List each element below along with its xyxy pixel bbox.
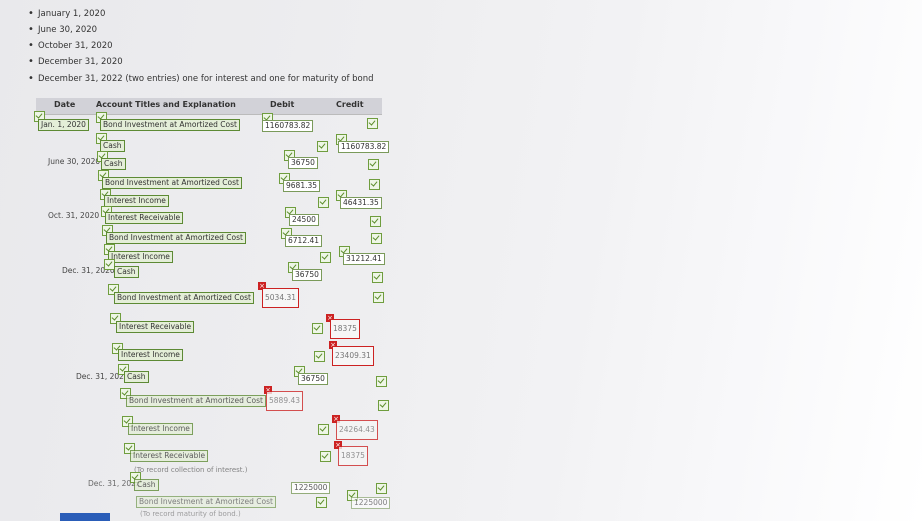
check-icon <box>367 118 378 129</box>
debit-field[interactable]: 9681.35 <box>283 180 321 192</box>
credit-field[interactable]: 18375 <box>330 319 360 339</box>
account-field[interactable]: Bond Investment at Amortized Cost <box>126 395 266 407</box>
date-field[interactable]: Jan. 1, 2020 <box>38 119 89 131</box>
debit-field[interactable]: 36750 <box>288 157 318 169</box>
header-date: Date <box>54 100 76 109</box>
account-field[interactable]: Interest Receivable <box>105 212 184 224</box>
date-label: Dec. 31, 2020 <box>62 266 115 275</box>
header-debit: Debit <box>270 100 295 109</box>
error-x-icon: × <box>334 441 342 449</box>
debit-field[interactable]: 6712.41 <box>285 235 323 247</box>
account-field[interactable]: Interest Receivable <box>116 321 195 333</box>
debit-field[interactable]: 5034.31 <box>262 288 300 308</box>
check-icon <box>372 272 383 283</box>
date-label: Dec. 31, 2022 <box>76 372 129 381</box>
credit-field[interactable]: 1225000 <box>351 497 391 509</box>
bullet-item: June 30, 2020 <box>28 24 97 35</box>
account-field[interactable]: Cash <box>114 266 139 278</box>
account-field[interactable]: Interest Income <box>118 349 183 361</box>
debit-field[interactable]: 1225000 <box>291 482 331 494</box>
check-icon <box>376 376 387 387</box>
header-credit: Credit <box>336 100 364 109</box>
check-icon <box>317 141 328 152</box>
credit-field[interactable]: 24264.43 <box>336 420 378 440</box>
error-x-icon: × <box>332 415 340 423</box>
check-icon <box>112 343 123 354</box>
account-field[interactable]: Interest Income <box>104 195 169 207</box>
account-field[interactable]: Interest Receivable <box>130 450 209 462</box>
bullet-item: December 31, 2022 (two entries) one for … <box>28 73 374 84</box>
account-field[interactable]: Cash <box>101 158 126 170</box>
credit-field[interactable]: 31212.41 <box>343 253 385 265</box>
date-label: Oct. 31, 2020 <box>48 211 100 220</box>
error-x-icon: × <box>326 314 334 322</box>
check-icon <box>312 323 323 334</box>
debit-field[interactable]: 36750 <box>292 269 322 281</box>
entry-note: (To record maturity of bond.) <box>140 510 241 518</box>
credit-field[interactable]: 18375 <box>338 446 368 466</box>
account-field[interactable]: Cash <box>100 140 125 152</box>
entry-note: (To record collection of interest.) <box>134 466 248 474</box>
error-x-icon: × <box>258 282 266 290</box>
check-icon <box>122 416 133 427</box>
account-field[interactable]: Bond Investment at Amortized Cost <box>114 292 254 304</box>
check-icon <box>314 351 325 362</box>
debit-field[interactable]: 1160783.82 <box>262 120 314 132</box>
debit-field[interactable]: 24500 <box>289 214 319 226</box>
check-icon <box>371 233 382 244</box>
journal-header: Date Account Titles and Explanation Debi… <box>36 98 382 115</box>
check-icon <box>318 197 329 208</box>
credit-field[interactable]: 46431.35 <box>340 197 382 209</box>
credit-field[interactable]: 1160783.82 <box>338 141 390 153</box>
account-field[interactable]: Bond Investment at Amortized Cost <box>106 232 246 244</box>
check-icon <box>376 483 387 494</box>
debit-field[interactable]: 5889.43 <box>266 391 304 411</box>
account-field[interactable]: Interest Income <box>108 251 173 263</box>
check-icon <box>378 400 389 411</box>
account-field[interactable]: Cash <box>134 479 159 491</box>
taskbar-fragment <box>60 513 110 521</box>
check-icon <box>318 424 329 435</box>
check-icon <box>320 252 331 263</box>
debit-field[interactable]: 36750 <box>298 373 328 385</box>
check-icon <box>110 313 121 324</box>
error-x-icon: × <box>264 386 272 394</box>
account-field[interactable]: Cash <box>124 371 149 383</box>
account-field[interactable]: Interest Income <box>128 423 193 435</box>
account-field[interactable]: Bond Investment at Amortized Cost <box>100 119 240 131</box>
check-icon <box>104 259 115 270</box>
bullet-item: January 1, 2020 <box>28 8 105 19</box>
credit-field[interactable]: 23409.31 <box>332 346 374 366</box>
error-x-icon: × <box>329 341 337 349</box>
header-account: Account Titles and Explanation <box>96 100 236 109</box>
check-icon <box>373 292 384 303</box>
check-icon <box>368 159 379 170</box>
account-field[interactable]: Bond Investment at Amortized Cost <box>136 496 276 508</box>
date-label: Dec. 31, 2022 <box>88 479 141 488</box>
check-icon <box>108 284 119 295</box>
check-icon <box>120 388 131 399</box>
check-icon <box>118 364 129 375</box>
check-icon <box>124 443 135 454</box>
check-icon <box>369 179 380 190</box>
date-label: June 30, 2020 <box>48 157 101 166</box>
check-icon <box>320 451 331 462</box>
bullet-item: October 31, 2020 <box>28 40 113 51</box>
bullet-item: December 31, 2020 <box>28 56 123 67</box>
check-icon <box>370 216 381 227</box>
account-field[interactable]: Bond Investment at Amortized Cost <box>102 177 242 189</box>
check-icon <box>316 497 327 508</box>
